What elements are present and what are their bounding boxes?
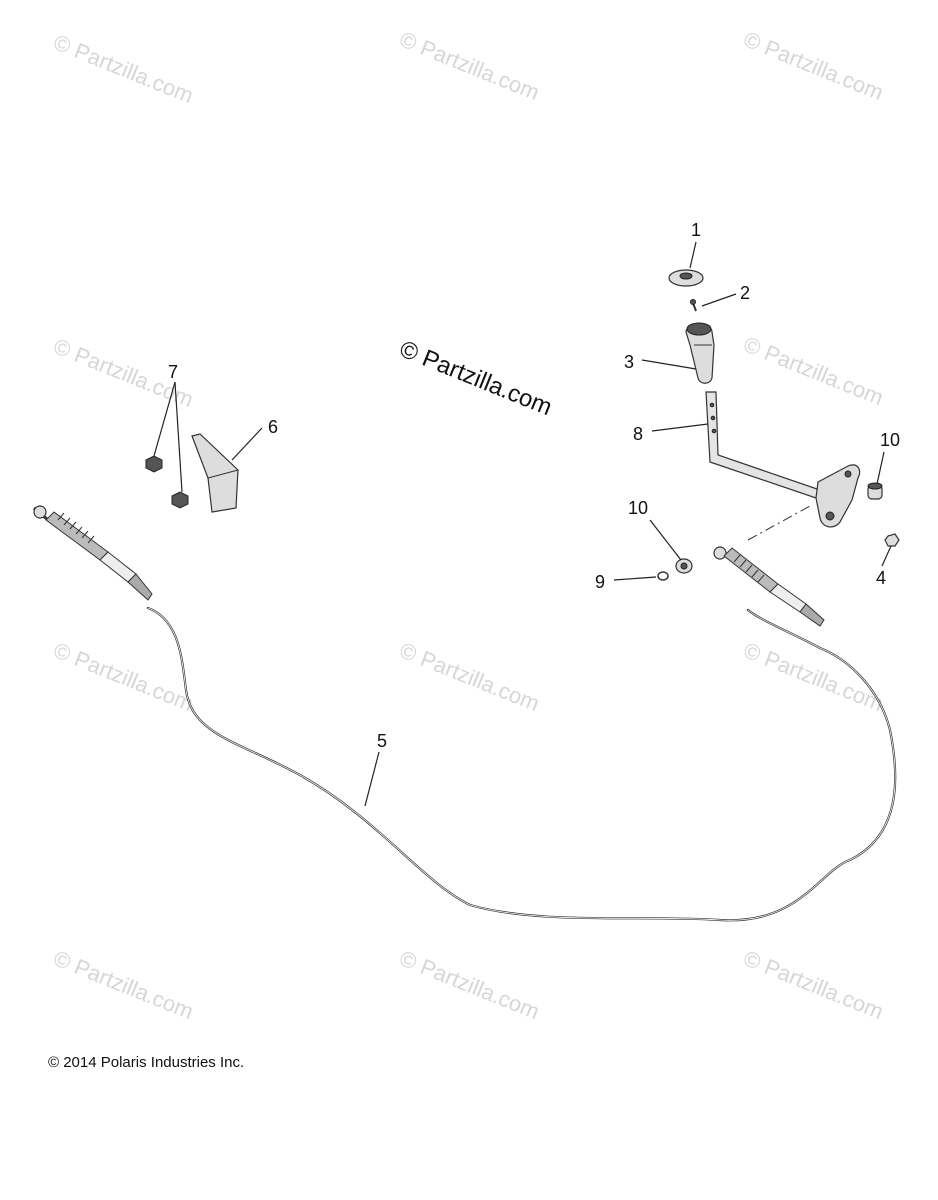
watermark: © Partzilla.com: [50, 945, 197, 1024]
callout-2: 2: [740, 283, 750, 303]
watermark: © Partzilla.com: [396, 637, 543, 716]
cap-part: [668, 269, 704, 287]
screw-part: [690, 299, 697, 312]
callout-10-left: 10: [628, 498, 648, 518]
callout-6: 6: [268, 417, 278, 437]
watermark: © Partzilla.com: [740, 945, 887, 1024]
callouts: 1 2 3 8 10 4 10 9 7 6 5: [168, 220, 900, 751]
shift-cable: [33, 505, 897, 922]
copyright-notice: © 2014 Polaris Industries Inc.: [48, 1054, 245, 1071]
watermark: © Partzilla.com: [740, 637, 887, 716]
bracket-part: [191, 433, 239, 513]
callout-7: 7: [168, 362, 178, 382]
bolt-part: [145, 455, 189, 509]
callout-10-right: 10: [880, 430, 900, 450]
watermark-grid: © Partzilla.com © Partzilla.com © Partzi…: [50, 26, 887, 1024]
watermark: © Partzilla.com: [396, 26, 543, 105]
bushing-part: [867, 482, 883, 500]
watermark: © Partzilla.com: [740, 331, 887, 410]
shift-lever-part: [705, 391, 861, 528]
watermark: © Partzilla.com: [50, 637, 197, 716]
callout-1: 1: [691, 220, 701, 240]
shift-knob-part: [685, 322, 715, 384]
watermark: © Partzilla.com: [740, 26, 887, 105]
callout-5: 5: [377, 731, 387, 751]
callout-8: 8: [633, 424, 643, 444]
bushing-part: [675, 558, 693, 574]
main-watermark: © Partzilla.com: [396, 336, 556, 422]
leader-lines: [153, 241, 892, 807]
callout-3: 3: [624, 352, 634, 372]
clip-part: [657, 571, 669, 581]
callout-9: 9: [595, 572, 605, 592]
callout-4: 4: [876, 568, 886, 588]
nut-part: [884, 533, 900, 547]
watermark: © Partzilla.com: [396, 945, 543, 1024]
watermark: © Partzilla.com: [50, 29, 197, 108]
